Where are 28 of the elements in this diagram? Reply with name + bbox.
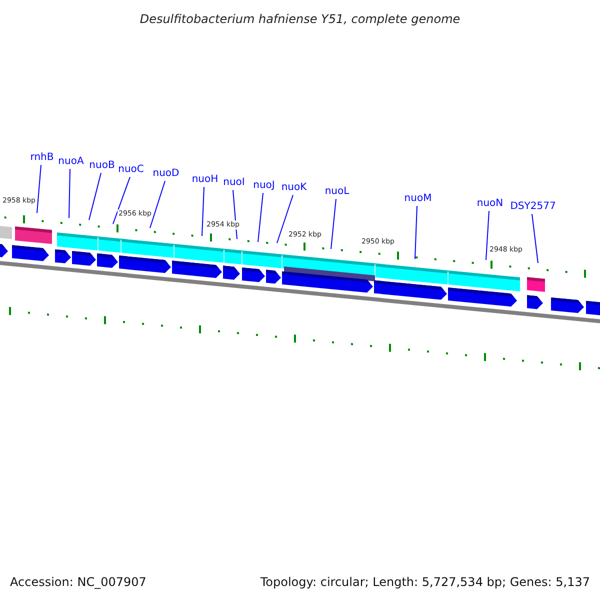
leader-line	[68, 168, 70, 218]
footer-text: Topology: circular; Length: 5,727,534 bp; Genes: 5,137	[260, 574, 590, 591]
gene-label: nuoM	[404, 193, 432, 205]
leader-line	[88, 172, 102, 220]
gene-label: nuoA	[58, 156, 84, 168]
gene-label: nuoH	[192, 174, 218, 186]
gene-label: nuoK	[281, 182, 307, 194]
leader-line	[258, 192, 264, 242]
leader-line	[202, 186, 204, 236]
footer-text: Accession: NC_007907	[10, 574, 146, 591]
gene-label: nuoB	[89, 160, 115, 172]
gene-label: nuoI	[223, 177, 245, 189]
leader-line	[150, 180, 166, 228]
gene-label: nuoN	[476, 198, 504, 210]
gene-label: rnhB	[30, 152, 54, 164]
leader-line	[112, 176, 130, 224]
title: Desulfitobacterium hafniense Y51, complete genome	[138, 11, 462, 28]
gene-label: nuoC	[118, 164, 144, 176]
gene-label: nuoL	[324, 186, 350, 198]
gene-label: nuoD	[152, 168, 180, 180]
leader-line	[414, 206, 418, 260]
leader-line	[330, 198, 336, 250]
leader-line	[532, 214, 538, 264]
leader-line	[276, 194, 294, 244]
gene-label: nuoJ	[253, 180, 275, 192]
leader-line	[36, 164, 42, 214]
leader-line	[486, 210, 490, 260]
gene-label: DSY2577	[510, 201, 556, 213]
